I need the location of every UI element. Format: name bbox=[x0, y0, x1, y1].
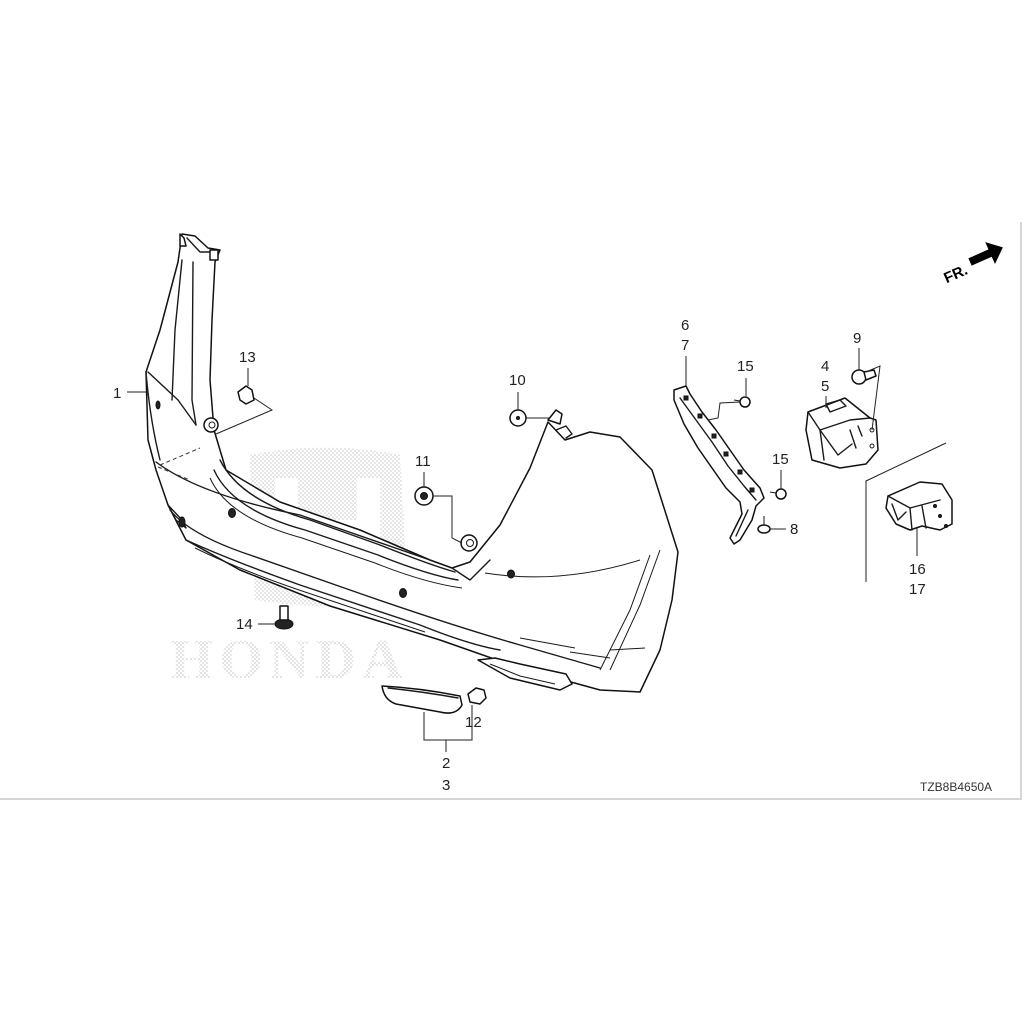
front-direction-label: FR. bbox=[941, 262, 970, 287]
fastener-11-grommet[interactable] bbox=[414, 486, 434, 506]
frame-border-bottom bbox=[0, 798, 1022, 800]
callout-13: 13 bbox=[239, 349, 256, 366]
front-direction-indicator: FR. bbox=[941, 242, 1003, 287]
callout-6: 6 bbox=[681, 317, 689, 334]
frame-border-right bbox=[1020, 222, 1022, 800]
fastener-15b-screw[interactable] bbox=[769, 488, 787, 500]
fastener-14-clip[interactable] bbox=[274, 605, 294, 630]
callout-12: 12 bbox=[465, 714, 482, 731]
fastener-12-clip[interactable] bbox=[467, 687, 487, 705]
honda-watermark-text: HONDA bbox=[170, 629, 408, 691]
bumper-bracket[interactable] bbox=[805, 397, 879, 469]
front-arrow-icon bbox=[968, 242, 1003, 266]
callout-16: 16 bbox=[909, 561, 926, 578]
side-spacer-bracket[interactable] bbox=[673, 385, 765, 545]
callout-15-lower: 15 bbox=[772, 451, 789, 468]
fastener-8-screw[interactable] bbox=[757, 516, 771, 534]
leader-lines bbox=[127, 348, 918, 752]
fastener-9-bolt[interactable] bbox=[851, 369, 877, 385]
rear-bumper-face[interactable] bbox=[145, 233, 679, 693]
fastener-10-clip[interactable] bbox=[509, 409, 527, 427]
callout-7: 7 bbox=[681, 337, 689, 354]
diagram-code: TZB8B4650A bbox=[920, 780, 992, 794]
rear-reflector[interactable] bbox=[381, 685, 463, 714]
callout-1: 1 bbox=[113, 385, 121, 402]
callout-8: 8 bbox=[790, 521, 798, 538]
callout-3: 3 bbox=[442, 777, 450, 794]
callout-4: 4 bbox=[821, 358, 829, 375]
callout-9: 9 bbox=[853, 330, 861, 347]
callout-17: 17 bbox=[909, 581, 926, 598]
callout-10: 10 bbox=[509, 372, 526, 389]
callout-5: 5 bbox=[821, 378, 829, 395]
callout-labels: 1 13 10 11 14 12 2 3 6 7 15 15 8 4 5 9 1… bbox=[113, 317, 926, 794]
callout-11: 11 bbox=[415, 453, 431, 470]
callout-14: 14 bbox=[236, 616, 253, 633]
callout-15-upper: 15 bbox=[737, 358, 754, 375]
callout-2: 2 bbox=[442, 755, 450, 772]
bracket-assembly[interactable] bbox=[865, 442, 953, 582]
fastener-13-nut[interactable] bbox=[237, 385, 255, 405]
